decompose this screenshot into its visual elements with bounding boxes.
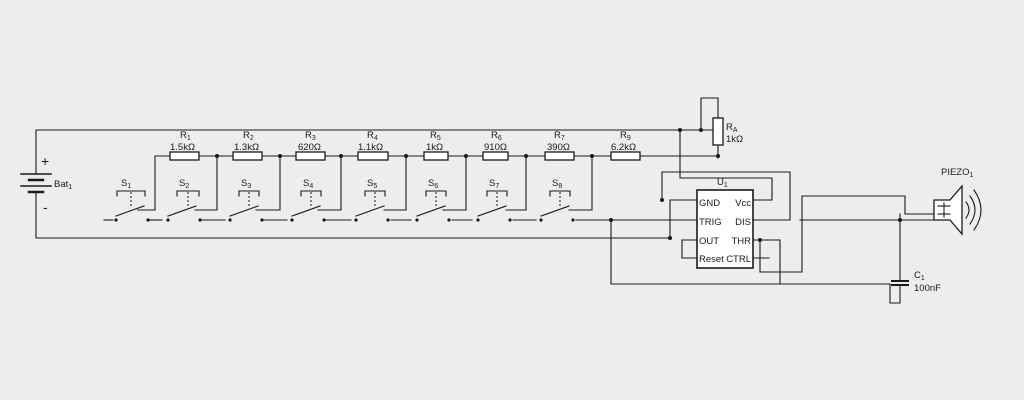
pin-dis-label: DIS [735, 217, 751, 228]
resistor-r5: R5 1kΩ [423, 130, 449, 161]
resistor-value: 1.5kΩ [170, 142, 195, 153]
resistor-value: 910Ω [484, 142, 507, 153]
switch-s2: S2 [166, 178, 202, 222]
switch-ref: S1 [121, 178, 131, 190]
capacitor-c1: C1 100nF [891, 270, 941, 294]
resistor-ref: R7 [554, 130, 565, 142]
resistor-ref: R9 [620, 130, 631, 142]
ic-ref: U1 [717, 177, 728, 189]
resistor-r9: R9 6.2kΩ [610, 130, 641, 161]
resistor-r6: R6 910Ω [482, 130, 509, 161]
battery-minus-label: - [43, 199, 48, 215]
resistor-ra-value: 1kΩ [726, 134, 743, 145]
resistor-ref: R5 [430, 130, 441, 142]
resistor-value: 620Ω [298, 142, 321, 153]
piezo-ref: PIEZO1 [941, 167, 974, 179]
resistor-r4: R4 1.1kΩ [357, 130, 389, 161]
resistor-value: 1.1kΩ [358, 142, 383, 153]
resistor-r3: R3 620Ω [295, 130, 326, 161]
resistor-ref: R6 [491, 130, 502, 142]
switch-ref: S5 [367, 178, 377, 190]
switch-ref: S6 [428, 178, 438, 190]
switch-s7: S7 [476, 178, 512, 222]
switch-s4: S4 [290, 178, 326, 222]
resistor-chain: R1 1.5kΩ R2 1.3kΩ R3 620Ω R4 1.1kΩ R5 1k… [169, 130, 641, 161]
resistor-ref: R4 [367, 130, 378, 142]
resistor-value: 390Ω [547, 142, 570, 153]
pin-vcc-label: Vcc [735, 198, 751, 209]
pin-reset-label: Reset [699, 254, 724, 265]
battery-plus-label: + [41, 153, 49, 169]
pin-trig-label: TRIG [699, 217, 722, 228]
switch-s6: S6 [415, 178, 451, 222]
switch-s8: S8 [539, 178, 575, 222]
pin-out-label: OUT [699, 236, 719, 247]
resistor-r7: R7 390Ω [544, 130, 575, 161]
switch-ref: S8 [552, 178, 562, 190]
switch-bank: S1 S2 S3 S4 S5 [114, 178, 575, 222]
resistor-value: 6.2kΩ [611, 142, 636, 153]
battery-label: Bat1 [54, 179, 72, 191]
resistor-ra-ref: RA [726, 122, 738, 134]
resistor-r1: R1 1.5kΩ [169, 130, 200, 161]
switch-ref: S4 [303, 178, 313, 190]
switch-ref: S7 [489, 178, 499, 190]
capacitor-value: 100nF [914, 283, 941, 294]
pin-ctrl-label: CTRL [726, 254, 751, 265]
piezo-speaker: PIEZO1 [933, 167, 982, 236]
pin-thr-label: THR [731, 236, 751, 247]
battery-bat1: + - Bat1 [20, 153, 72, 215]
wiring [35, 97, 935, 304]
resistor-ref: R2 [243, 130, 254, 142]
switch-s5: S5 [354, 178, 390, 222]
resistor-value: 1.3kΩ [234, 142, 259, 153]
resistor-value: 1kΩ [426, 142, 443, 153]
switch-s1: S1 [114, 178, 150, 222]
switch-ref: S2 [179, 178, 189, 190]
timer-ic-u1: U1 GND TRIG OUT Reset Vcc DIS THR CTRL [696, 177, 754, 269]
junctions [215, 128, 902, 242]
resistor-ref: R1 [180, 130, 191, 142]
switch-s3: S3 [228, 178, 264, 222]
resistor-ref: R3 [305, 130, 316, 142]
resistor-r2: R2 1.3kΩ [232, 130, 263, 161]
capacitor-ref: C1 [914, 270, 925, 282]
pin-gnd-label: GND [699, 198, 720, 209]
switch-ref: S3 [241, 178, 251, 190]
resistor-ra: RA 1kΩ [712, 117, 743, 146]
